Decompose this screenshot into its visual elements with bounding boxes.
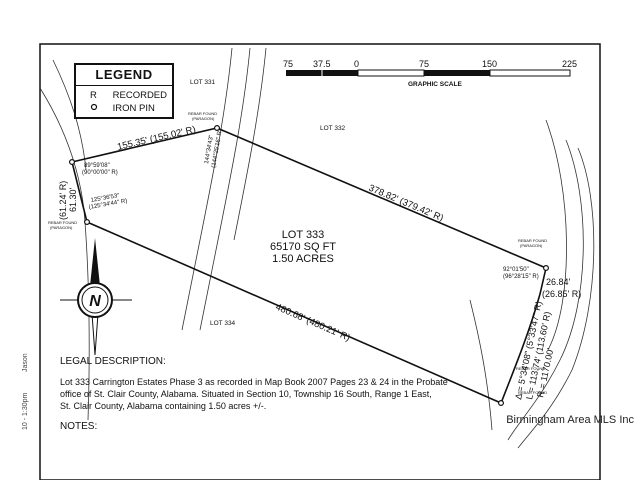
scale-tick-label: 0 [354,59,359,69]
north-line-dimension: 155.35' (155.02' R) [116,124,197,153]
rebar-note: (PARAGON) [50,225,73,230]
iron-pin-icon [90,103,110,114]
rebar-note: (PARAGON) [520,243,543,248]
margin-name: Jason [22,353,29,372]
recorded-symbol: R [90,90,97,101]
iron-pin-icon [214,124,221,131]
compass-letter: N [89,293,101,310]
angle-label: (144°25'16" R) [211,129,224,168]
legend-title: LEGEND [76,65,172,86]
scale-tick-label: 37.5 [313,59,331,69]
iron-pin-icon [542,265,549,272]
legal-heading: LEGAL DESCRIPTION: [60,356,166,367]
west-line-dimension-recorded: (61.24' R) [58,181,68,220]
angle-label: 144°34'43" [204,135,215,165]
legend-label: IRON PIN [112,103,155,114]
north-arrow-icon: N [60,238,132,356]
angle-label: 89°59'08" [84,163,110,169]
iron-pin-icon [498,400,505,407]
angle-label: 92°01'50" [503,267,529,273]
legend-box: LEGEND R RECORDED IRON PIN [74,63,174,119]
scale-tick-label: 75 [283,59,293,69]
legend-row-iron-pin: IRON PIN [90,103,155,114]
legal-line: office of St. Clair County, Alabama. Sit… [60,389,432,399]
legal-line: Lot 333 Carrington Estates Phase 3 as re… [60,377,448,387]
lot-acres: 1.50 ACRES [272,253,334,265]
lot-name: LOT 333 [282,229,325,241]
angle-label: (96°28'15" R) [503,274,539,280]
rebar-note: REBAR FOUND [516,366,545,371]
lot-area: 65170 SQ FT [270,241,336,253]
east-short-dimension: 26.84' [546,277,571,287]
iron-pin-icon [68,159,75,166]
angle-label: 125°36'53" [90,193,120,204]
scale-tick-label: 75 [419,59,429,69]
scale-tick-label: 150 [482,59,497,69]
east-short-dimension-recorded: (26.85' R) [542,289,581,299]
rebar-note: REBAR FOUND [188,111,217,116]
mls-watermark: Birmingham Area MLS Inc [506,414,634,426]
scale-tick-label: 225 [562,59,577,69]
graphic-scale: 75 37.5 0 75 150 225 GRAPHIC SCALE [283,59,577,88]
legend-row-recorded: R RECORDED [90,90,167,101]
neighbor-lot-label: LOT 331 [190,79,216,86]
notes-heading: NOTES: [60,421,98,432]
page-frame [39,43,601,480]
margin-time: 10 - 1:30pm [22,392,29,430]
angle-label: (90°00'00" R) [82,170,118,176]
rebar-note: REBAR FOUND [518,390,547,395]
west-line-dimension: 61.30' [68,187,78,212]
rebar-note: REBAR FOUND [518,238,547,243]
northeast-line-dimension: 378.82' (379.42' R) [367,183,445,224]
legend-label: RECORDED [112,90,168,101]
rebar-note: REBAR FOUND [48,220,77,225]
iron-pins [68,124,549,407]
south-line-dimension: 480.68' (480.21' R) [274,302,352,344]
legal-line: St. Clair County, Alabama containing 1.5… [60,401,267,411]
neighbor-lot-label: LOT 332 [320,125,346,132]
iron-pin-icon [83,219,90,226]
scale-caption: GRAPHIC SCALE [408,81,462,88]
neighbor-lot-label: LOT 334 [210,320,236,327]
rebar-note: (PARAGON) [192,116,215,121]
